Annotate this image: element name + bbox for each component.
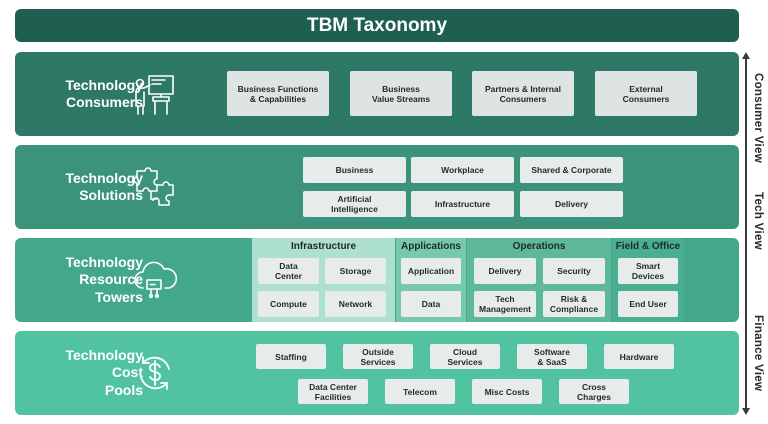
cost-pool-box: Software & SaaS	[517, 344, 587, 369]
layer-technology-resource-towers: Technology Resource Towers Infrastructur…	[15, 238, 739, 322]
arrow-up-icon	[741, 52, 750, 59]
tower-group-applications: Applications Application Data	[396, 238, 466, 322]
cost-pool-box: Staffing	[256, 344, 326, 369]
view-axis-line	[745, 57, 747, 409]
label-line: Solutions	[79, 187, 143, 203]
consumer-view-label: Consumer View	[752, 73, 764, 163]
tower-box: Data	[401, 291, 461, 317]
label-line: Cost	[111, 364, 143, 381]
consumer-box: Business Value Streams	[350, 71, 452, 116]
label-line: Technology	[65, 253, 143, 270]
solution-box: Shared & Corporate	[520, 157, 623, 183]
layer-label: Technology Consumers	[23, 52, 143, 136]
finance-view-label: Finance View	[752, 314, 764, 392]
tower-group-field-office: Field & Office Smart Devices End User	[612, 238, 684, 322]
tower-box: Risk & Compliance	[543, 291, 605, 317]
label-line: Technology	[65, 169, 143, 186]
tower-box: Application	[401, 258, 461, 284]
tower-box: Compute	[258, 291, 319, 317]
solution-box: Infrastructure	[411, 191, 514, 217]
group-header: Infrastructure	[290, 240, 356, 252]
layer-technology-solutions: Technology Solutions Business Workplace …	[15, 145, 739, 229]
consumer-box: Business Functions & Capabilities	[227, 71, 329, 116]
tower-box: Delivery	[474, 258, 536, 284]
group-header: Applications	[400, 240, 461, 252]
view-axis: Consumer View Tech View Finance View	[740, 52, 768, 415]
layer-technology-consumers: Technology Consumers Business Functions …	[15, 52, 739, 136]
solution-box: Delivery	[520, 191, 623, 217]
solution-box: Workplace	[411, 157, 514, 183]
label-line: Consumers	[65, 94, 143, 110]
tower-box: Security	[543, 258, 605, 284]
presentation-icon	[135, 75, 174, 115]
label-line: Towers	[95, 288, 143, 305]
layer-technology-cost-pools: Technology Cost Pools Staffing Outside S…	[15, 331, 739, 415]
cost-pool-box: Data Center Facilities	[298, 379, 368, 404]
label-line: Pools	[104, 381, 143, 398]
tower-box: Tech Management	[474, 291, 536, 317]
arrow-down-icon	[741, 408, 750, 415]
solution-box: Artificial Intelligence	[303, 191, 406, 217]
consumer-box: External Consumers	[595, 71, 697, 116]
label-line: Resource	[79, 271, 143, 288]
tower-box: Network	[325, 291, 386, 317]
cloud-server-icon	[134, 261, 178, 299]
layer-label: Technology Cost Pools	[23, 331, 143, 415]
group-header: Operations	[512, 240, 566, 252]
solution-box: Business	[303, 157, 406, 183]
cost-pool-box: Cross Charges	[559, 379, 629, 404]
tower-box: Data Center	[258, 258, 319, 284]
dollar-cycle-icon	[140, 356, 170, 390]
group-header: Field & Office	[615, 240, 681, 252]
puzzle-icon	[133, 167, 174, 206]
layer-label: Technology Resource Towers	[23, 238, 143, 322]
tower-group-operations: Operations Delivery Security Tech Manage…	[467, 238, 611, 322]
cost-pool-box: Telecom	[385, 379, 455, 404]
layer-label: Technology Solutions	[23, 145, 143, 229]
label-line: Technology	[65, 76, 143, 93]
tower-box: Smart Devices	[618, 258, 678, 284]
cost-pool-box: Cloud Services	[430, 344, 500, 369]
label-line: Technology	[65, 346, 143, 363]
tower-group-infrastructure: Infrastructure Data Center Storage Compu…	[252, 238, 395, 322]
tower-box: Storage	[325, 258, 386, 284]
cost-pool-box: Outside Services	[343, 344, 413, 369]
tech-view-label: Tech View	[752, 192, 764, 250]
cost-pool-box: Misc Costs	[472, 379, 542, 404]
tower-box: End User	[618, 291, 678, 317]
cost-pool-box: Hardware	[604, 344, 674, 369]
consumer-box: Partners & Internal Consumers	[472, 71, 574, 116]
page-title: TBM Taxonomy	[15, 9, 739, 42]
